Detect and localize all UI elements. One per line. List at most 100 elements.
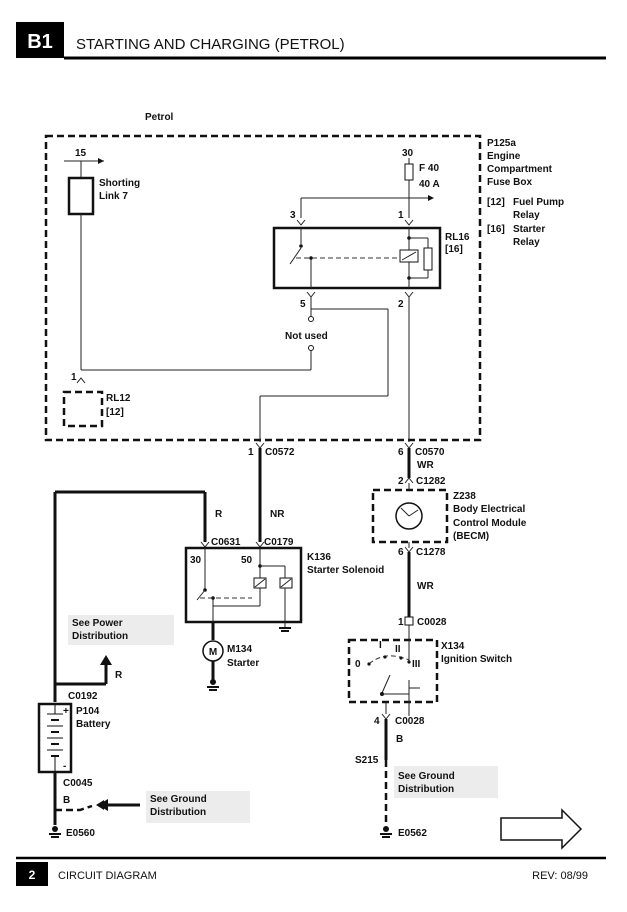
- shorting-link-label-1: Shorting: [99, 178, 140, 189]
- ign-code: X134: [441, 641, 465, 652]
- c0045-label: C0045: [63, 778, 93, 789]
- rl16-label: RL16: [445, 232, 470, 243]
- shorting-link-7: [67, 176, 95, 216]
- power-arrow-icon: [100, 655, 112, 665]
- wire-r-label: R: [215, 509, 223, 520]
- ground-arrow-icon: [98, 799, 108, 811]
- c0192-label: C0192: [68, 691, 98, 702]
- ign-switch-blade: [381, 674, 391, 694]
- rl16-switch-blade: [289, 247, 302, 265]
- c0572-pin: 1: [248, 447, 254, 458]
- feed-15-label: 15: [75, 148, 87, 159]
- c0028a-label: C0028: [417, 617, 447, 628]
- footer-revision: REV: 08/99: [532, 870, 588, 882]
- feed-15-arrow-icon: [98, 158, 104, 164]
- c0028b-pin: 4: [374, 716, 380, 727]
- fusebox-outline: [44, 134, 482, 442]
- rl16-pin5: 5: [300, 299, 306, 310]
- rl16-pin1: 1: [398, 210, 404, 221]
- shorting-link-label-2: Link 7: [99, 191, 128, 202]
- variant-label: Petrol: [145, 112, 174, 123]
- starter-name: Starter: [227, 658, 259, 669]
- c0028b-label: C0028: [395, 716, 425, 727]
- legend-12-line1: Fuel Pump: [513, 197, 564, 208]
- fusebox-code: P125a: [487, 138, 516, 149]
- becm-code: Z238: [453, 491, 476, 502]
- c0570-pin: 6: [398, 447, 404, 458]
- c1278-label: C1278: [416, 547, 446, 558]
- note-power: [68, 615, 174, 645]
- c1282-pin: 2: [398, 476, 404, 487]
- rl12-relay: [62, 390, 104, 428]
- wire-b-ign-label: B: [396, 734, 403, 745]
- not-used-terminal-upper: [308, 316, 314, 322]
- rl12-pin-icon: [76, 377, 86, 384]
- c1282-label: C1282: [416, 476, 446, 487]
- footer-doc-title: CIRCUIT DIAGRAM: [58, 870, 157, 882]
- rl12-pin1: 1: [71, 372, 77, 383]
- becm-module: [371, 488, 449, 544]
- fuse-id: F 40: [419, 163, 439, 174]
- note-ground-1: [146, 791, 250, 823]
- rl16-pin2: 2: [398, 299, 404, 310]
- solenoid-contact: [196, 589, 206, 601]
- wire-wr-2-label: WR: [417, 581, 434, 592]
- solenoid-code: K136: [307, 552, 331, 563]
- c0028a-pin: 1: [398, 617, 404, 628]
- note-power-line1: See Power: [72, 618, 123, 629]
- e0560-label: E0560: [66, 828, 95, 839]
- fusebox-name-2: Compartment: [487, 164, 553, 175]
- not-used-terminal-lower: [308, 345, 314, 351]
- sol-terminal-30: 30: [190, 555, 202, 566]
- ign-pos-1: I: [379, 640, 382, 651]
- c0179-label: C0179: [264, 537, 294, 548]
- wire-nr-label: NR: [270, 509, 285, 520]
- battery-cells-icon: [47, 704, 63, 772]
- ignition-switch: [347, 638, 439, 704]
- page-number-badge: [16, 862, 48, 886]
- next-page-arrow-icon[interactable]: [500, 808, 583, 850]
- note-ground-2: [394, 766, 498, 798]
- motor-symbol: M: [209, 647, 217, 658]
- legend-16-line1: Starter: [513, 224, 545, 235]
- section-badge-label: B1: [27, 31, 53, 53]
- note-ground-2-line1: See Ground: [398, 771, 455, 782]
- c0572-label: C0572: [265, 447, 295, 458]
- note-ground-1-line1: See Ground: [150, 794, 207, 805]
- fuse-rating: 40 A: [419, 179, 440, 190]
- becm-name-3: (BECM): [453, 531, 489, 542]
- fusebox-name-3: Fuse Box: [487, 177, 532, 188]
- wire-wr-1-label: WR: [417, 460, 434, 471]
- legend-12-line2: Relay: [513, 210, 540, 221]
- note-power-line2: Distribution: [72, 631, 128, 642]
- starter-code: M134: [227, 644, 252, 655]
- rl16-ref: [16]: [445, 244, 463, 255]
- ign-pos-0: 0: [355, 659, 361, 670]
- becm-name-1: Body Electrical: [453, 504, 525, 515]
- page-title: STARTING AND CHARGING (PETROL): [76, 36, 345, 53]
- feed-30-label: 30: [402, 148, 414, 159]
- ign-name: Ignition Switch: [441, 654, 512, 665]
- rl16-suppression-resistor: [423, 247, 433, 271]
- legend-num-16: [16]: [487, 224, 505, 235]
- c0631-label: C0631: [211, 537, 241, 548]
- battery-code: P104: [76, 706, 100, 717]
- rl12-label: RL12: [106, 393, 131, 404]
- rl12-ref: [12]: [106, 407, 124, 418]
- wire-r2-label: R: [115, 670, 123, 681]
- page-number: 2: [29, 868, 36, 882]
- note-ground-1-line2: Distribution: [150, 807, 206, 818]
- fuse-f40: [404, 163, 414, 181]
- solenoid-name: Starter Solenoid: [307, 565, 384, 576]
- note-ground-2-line2: Distribution: [398, 784, 454, 795]
- ign-pos-2: II: [395, 644, 401, 655]
- becm-name-2: Control Module: [453, 518, 527, 529]
- e0562-label: E0562: [398, 828, 427, 839]
- battery-name: Battery: [76, 719, 111, 730]
- c1278-pin: 6: [398, 547, 404, 558]
- section-badge: [16, 22, 64, 58]
- wire-b2-label: B: [63, 795, 70, 806]
- fusebox-name-1: Engine: [487, 151, 521, 162]
- c0028a-connector: [404, 616, 414, 626]
- not-used-label: Not used: [285, 331, 328, 342]
